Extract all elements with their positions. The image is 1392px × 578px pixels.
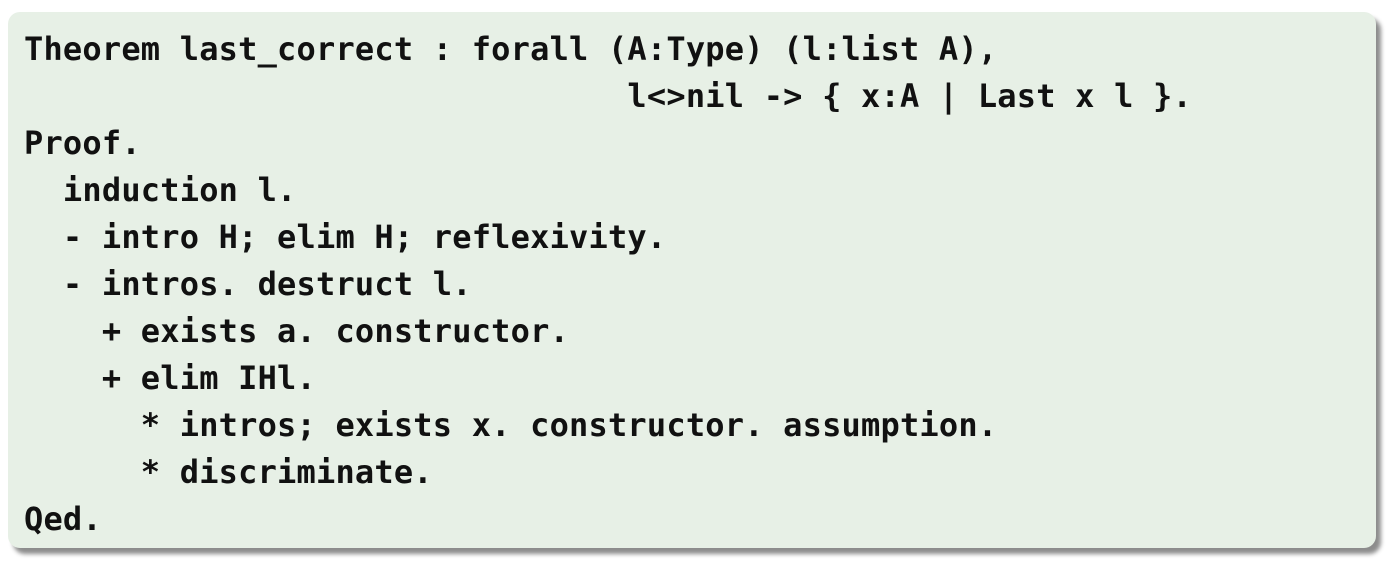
code-line-theorem: Theorem last_correct : forall (A:Type) (…: [24, 30, 998, 68]
code-line-proof: Proof.: [24, 124, 141, 162]
code-line-qed: Qed.: [24, 500, 102, 538]
code-line-subcase-nil: + exists a. constructor.: [24, 312, 570, 350]
code-line-induction: induction l.: [24, 171, 297, 209]
code-line-bullet-discriminate: * discriminate.: [24, 453, 433, 491]
code-line-theorem-continuation: l<>nil -> { x:A | Last x l }.: [24, 77, 1192, 115]
code-line-base-case: - intro H; elim H; reflexivity.: [24, 218, 667, 256]
code-listing: Theorem last_correct : forall (A:Type) (…: [8, 12, 1376, 548]
code-line-bullet-exists: * intros; exists x. constructor. assumpt…: [24, 406, 998, 444]
code-line-subcase-cons: + elim IHl.: [24, 359, 316, 397]
code-line-inductive-case: - intros. destruct l.: [24, 265, 472, 303]
